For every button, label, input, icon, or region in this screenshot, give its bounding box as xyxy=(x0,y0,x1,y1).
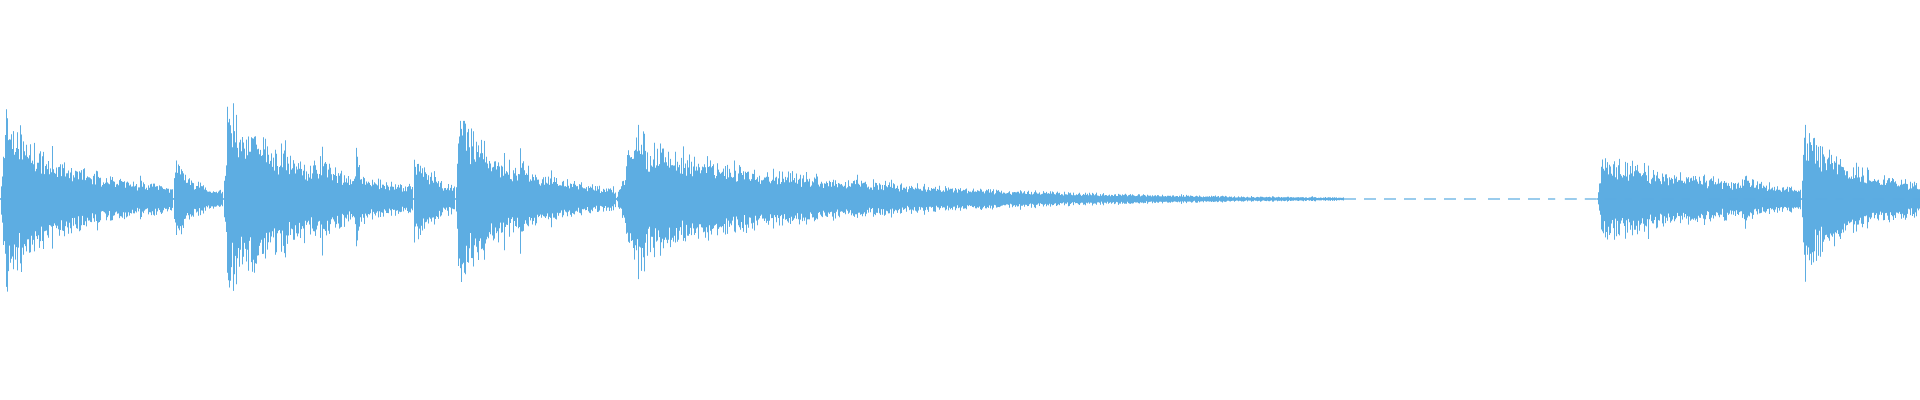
waveform-clip-4 xyxy=(413,159,455,243)
waveform-clip-1 xyxy=(0,109,173,292)
waveform-clip-8 xyxy=(1801,124,1920,282)
waveform-clip-3 xyxy=(223,103,413,291)
waveform-clips xyxy=(0,103,1920,292)
waveform-clip-5 xyxy=(455,120,616,282)
waveform-clip-2 xyxy=(173,160,223,235)
waveform-clip-6 xyxy=(616,124,1344,280)
